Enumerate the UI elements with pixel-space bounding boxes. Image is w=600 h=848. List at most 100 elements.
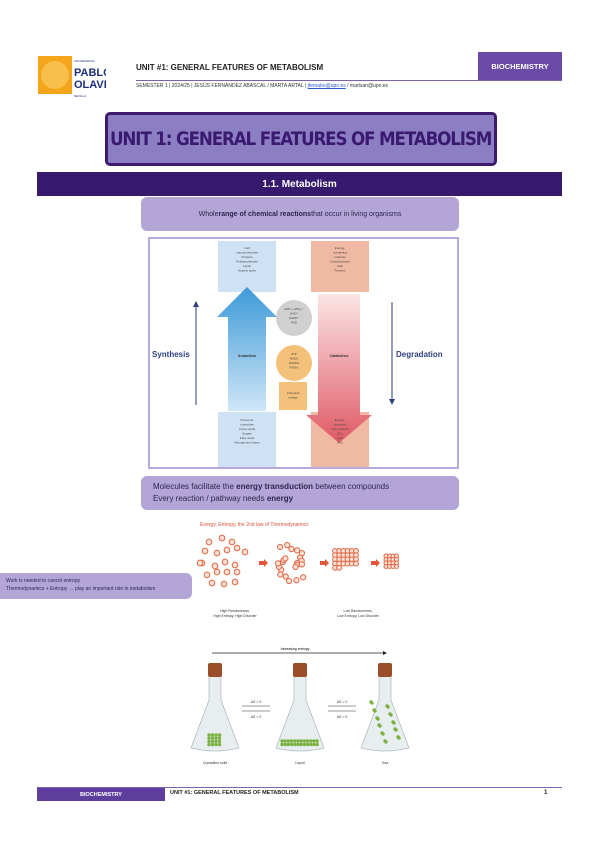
chemical_energy-text: energy xyxy=(288,396,298,400)
nutrients-text: Fats xyxy=(337,264,343,268)
particle xyxy=(378,724,382,728)
definition-box: Whole range of chemical reactions that o… xyxy=(141,197,459,231)
high_energy-text: FADH₂ xyxy=(289,366,299,370)
particle xyxy=(217,739,222,744)
molecule xyxy=(276,543,284,551)
molecule xyxy=(220,580,228,588)
precursors-text: Nitrogenous bases xyxy=(234,441,260,445)
svg-text:OLAVIDE: OLAVIDE xyxy=(74,79,106,91)
molecule xyxy=(221,558,229,566)
low_energy-text: NAD⁺ xyxy=(290,312,298,316)
low-energy-carriers-circle xyxy=(276,300,312,336)
cork xyxy=(293,663,307,677)
high_energy-text: NADH xyxy=(290,357,299,361)
degradation-label: Degradation xyxy=(396,350,443,359)
particle xyxy=(210,736,215,740)
entropy-note-box: Work is needed to cancel entropy Thermod… xyxy=(0,573,192,599)
header-divider xyxy=(136,80,562,81)
note-line-1: Work is needed to cancel entropy xyxy=(6,578,81,584)
endproducts-text: H₂O xyxy=(337,436,343,440)
delta-s-negative-2: ΔS < 0 xyxy=(337,715,348,719)
precursors-text: Amino acids xyxy=(239,427,256,431)
nutrients-text: containing xyxy=(333,251,347,255)
molecule xyxy=(274,560,282,567)
high-entropy-label-2: High Entropy, High Disorder xyxy=(213,614,257,618)
particle xyxy=(309,739,313,743)
catabolism-arrow xyxy=(306,294,372,443)
entropy-figure: Energy, Entropy, the 2nd law of Thermody… xyxy=(195,518,415,623)
delta-s-positive-2: ΔS > 0 xyxy=(337,700,348,704)
def-text-end: that occur in living organisms xyxy=(311,210,402,218)
def-bold: range of chemical reactions xyxy=(218,210,312,218)
footer-badge: BIOCHEMISTRY xyxy=(37,788,165,801)
cell_macro-text: Cell xyxy=(244,246,250,250)
delta-s-positive-1: ΔS > 0 xyxy=(251,700,262,704)
particle xyxy=(210,739,215,744)
particle xyxy=(389,713,393,717)
particle xyxy=(283,739,287,743)
chemical_energy-text: Chemical xyxy=(287,391,300,395)
particle xyxy=(283,742,287,747)
email-second: / martsan@upo.es xyxy=(345,83,389,89)
particle xyxy=(280,739,284,743)
svg-text:SEVILLA: SEVILLA xyxy=(74,94,86,98)
bold-text: energy xyxy=(266,494,294,503)
svg-text:UNIVERSIDAD: UNIVERSIDAD xyxy=(74,59,95,63)
high-entropy-label: High Randomness, xyxy=(220,609,250,613)
section-heading: 1.1. Metabolism xyxy=(37,172,562,196)
arrow-icon xyxy=(259,559,268,567)
synthesis-label: Synthesis xyxy=(152,350,190,359)
molecule xyxy=(203,571,211,579)
molecule xyxy=(231,561,239,569)
molecule xyxy=(213,549,221,557)
def-text: Whole xyxy=(198,210,219,218)
solid-label: Crystalline solid xyxy=(203,761,228,765)
molecule xyxy=(292,563,299,571)
bold-text: energy transduction xyxy=(236,482,314,491)
molecule xyxy=(282,573,289,580)
flask xyxy=(190,673,240,752)
flask xyxy=(360,673,410,752)
precursors-text: molecules xyxy=(240,423,254,427)
molecule xyxy=(293,547,301,554)
molecule xyxy=(228,538,236,546)
particle xyxy=(315,742,319,747)
precursors-text: Fatty acids xyxy=(240,436,255,440)
nutrients-text: Carbohydrates xyxy=(330,260,350,264)
particle xyxy=(386,705,390,709)
gas-label: Gas xyxy=(382,761,389,765)
text: between compounds xyxy=(313,482,390,491)
page-number: 1 xyxy=(544,790,548,796)
energy-line-1: Molecules facilitate the energy transduc… xyxy=(153,481,459,493)
molecule xyxy=(336,564,343,571)
high-energy-carriers-circle xyxy=(276,345,312,381)
cell-macromolecules-box xyxy=(218,241,276,292)
molecule xyxy=(298,549,306,557)
anabolism-arrow xyxy=(217,287,277,411)
high_energy-text: NADPH xyxy=(289,361,300,365)
particle xyxy=(312,742,316,747)
energy-transduction-box: Molecules facilitate the energy transduc… xyxy=(141,476,459,510)
cork xyxy=(208,663,222,677)
particle xyxy=(305,742,310,747)
particle xyxy=(207,742,211,747)
particle xyxy=(312,739,316,743)
particle xyxy=(394,728,398,732)
particle xyxy=(214,739,218,744)
molecule xyxy=(223,546,231,554)
energy-line-2: Every reaction / pathway needs energy xyxy=(153,493,459,505)
nutrients-text: Proteins xyxy=(334,269,346,273)
molecule xyxy=(277,571,284,578)
molecule xyxy=(299,574,307,581)
arrow-icon xyxy=(371,559,380,567)
molecule xyxy=(284,541,291,549)
molecule xyxy=(205,538,213,546)
endproducts-text: NH₃ xyxy=(337,441,343,445)
note-line-2: Thermodynamics + Entropy → play an impor… xyxy=(6,586,156,592)
anabolism-label: Anabolism xyxy=(238,354,256,358)
particle xyxy=(397,736,401,740)
email-link[interactable]: jfernabo@upo.es xyxy=(307,83,346,89)
footer-title: UNIT #1: GENERAL FEATURES OF METABOLISM xyxy=(170,790,299,796)
